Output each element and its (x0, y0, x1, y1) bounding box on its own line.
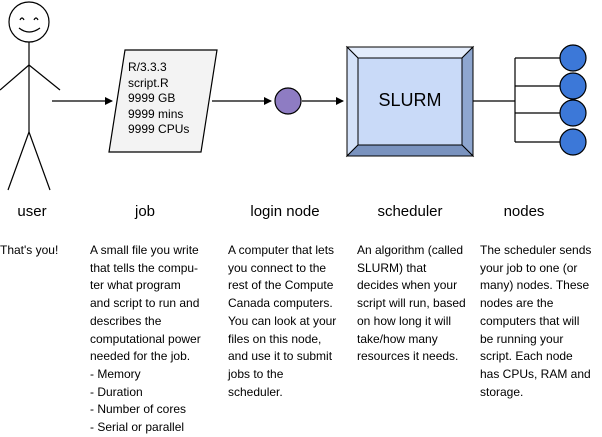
column-title-nodes: nodes (503, 203, 545, 220)
compute-node (559, 72, 587, 100)
user-smile (18, 27, 41, 33)
compute-node (559, 128, 587, 156)
column-title-job: job (134, 203, 156, 220)
user-right-leg (28, 131, 51, 191)
scheduler-bevel-left (346, 45, 359, 158)
column-title-user: user (17, 203, 47, 220)
user-left-arm (0, 64, 30, 91)
user-stick-figure (0, 1, 61, 191)
job-line-script: script.R (128, 75, 169, 90)
scheduler-box (345, 45, 475, 158)
compute-node (559, 99, 587, 127)
job-line-cpus: 9999 CPUs (128, 122, 190, 136)
scheduler-bevel-top (345, 46, 475, 59)
compute-nodes (559, 44, 587, 156)
user-left-leg (7, 131, 30, 191)
user-head (8, 1, 50, 43)
column-description-login-node: A computer that lets you connect to the … (228, 243, 337, 399)
column-description-user: That's you! (0, 243, 59, 257)
column-title-scheduler: scheduler (377, 203, 443, 220)
job-line-time: 9999 mins (128, 106, 184, 121)
job-file-contents: R/3.3.3 script.R 9999 GB 9999 mins 9999 … (128, 60, 189, 138)
user-right-arm (28, 64, 61, 91)
user-right-eye (33, 17, 39, 21)
scheduler-to-nodes-connector (473, 57, 560, 143)
job-file-shape (108, 49, 218, 153)
user-left-eye (19, 17, 25, 21)
column-description-job: A small file you write that tells the co… (90, 243, 201, 435)
column-title-login-node: login node (250, 203, 320, 220)
scheduler-label: SLURM (378, 90, 442, 110)
column-description-scheduler: An algorithm (called SLURM) that decides… (357, 243, 466, 364)
column-description-nodes: The scheduler sends your job to one (or … (480, 243, 592, 399)
login-node-circle (274, 87, 302, 115)
scheduler-face (357, 57, 463, 146)
scheduler-bevel-bottom (345, 144, 475, 157)
scheduler-bevel-right (461, 45, 474, 158)
job-line-memory: 9999 GB (128, 91, 176, 105)
compute-node (559, 44, 587, 72)
job-line-module: R/3.3.3 (128, 60, 167, 74)
